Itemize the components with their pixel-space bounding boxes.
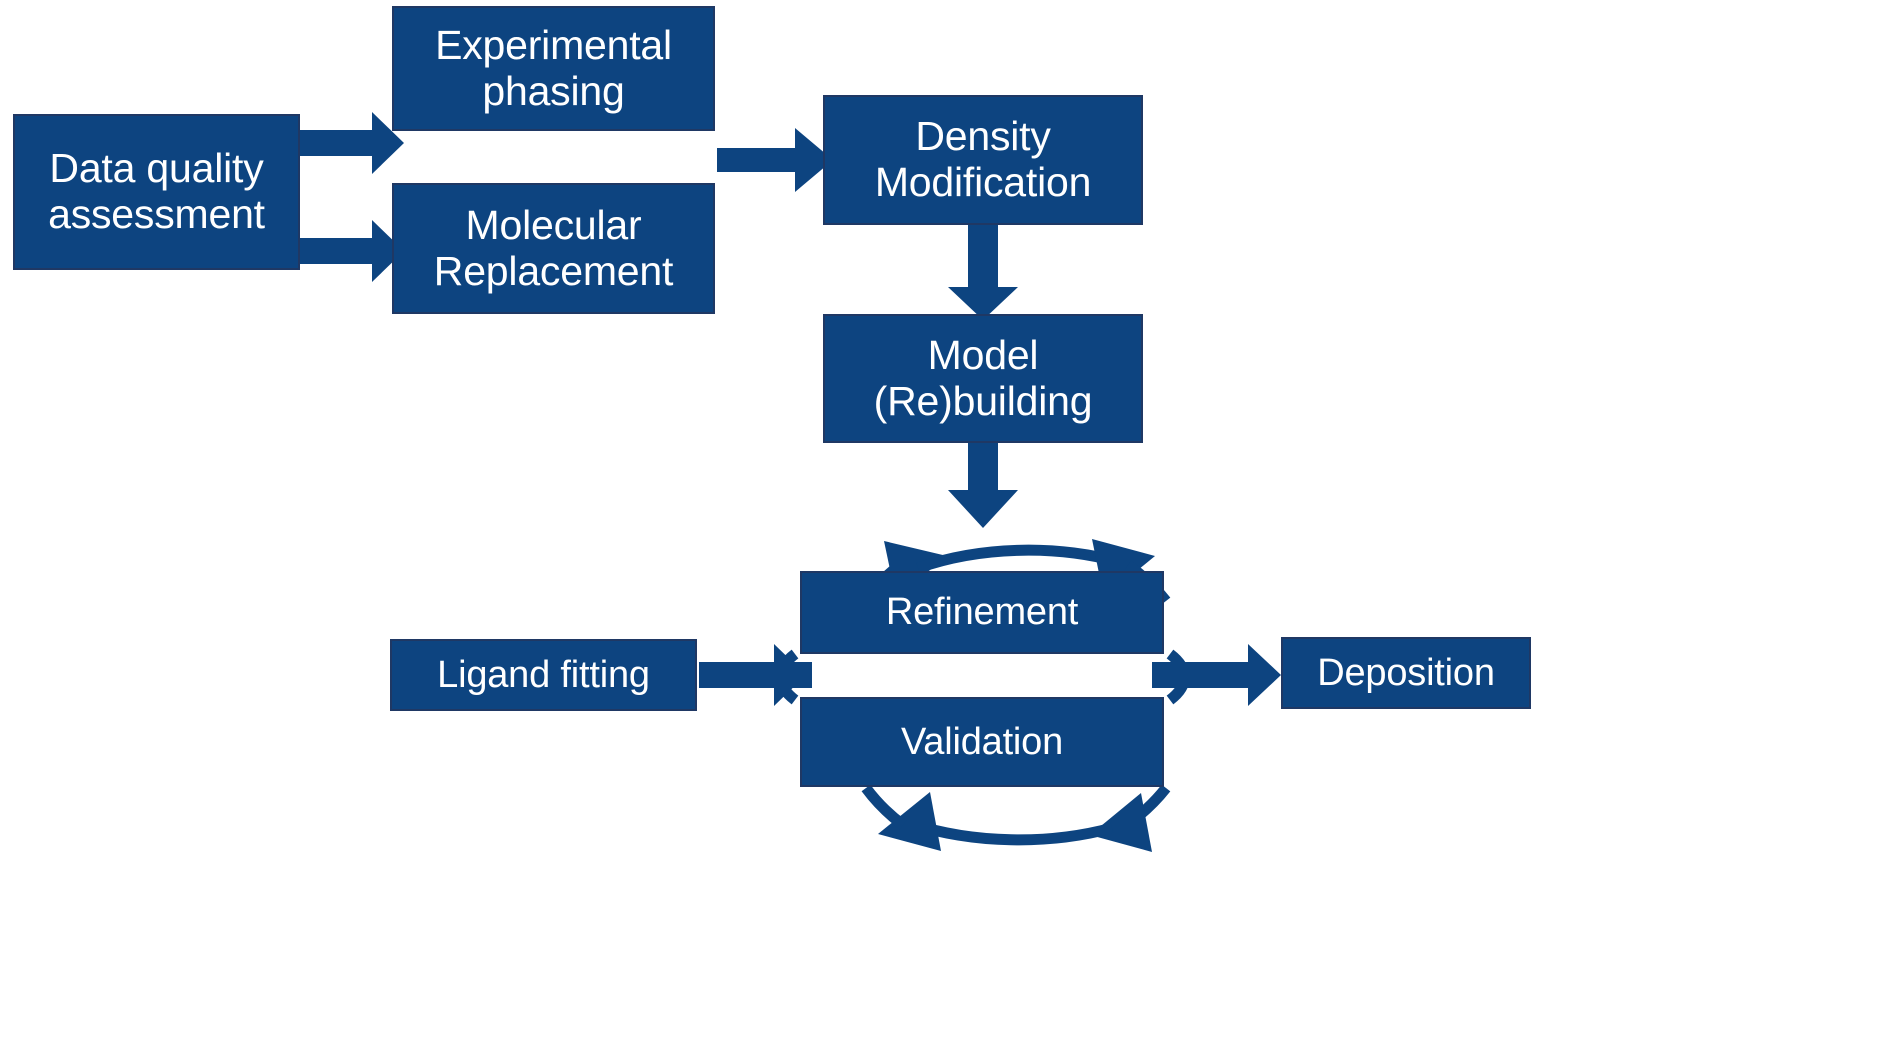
- node-density-modification[interactable]: Density Modification: [823, 95, 1143, 225]
- edge-densitymod-to-modelbuild: [948, 225, 1018, 320]
- edge-phasing-to-densitymod: [717, 128, 833, 192]
- node-ligand-fitting[interactable]: Ligand fitting: [390, 639, 697, 711]
- edge-modelbuild-to-refinement: [948, 443, 1018, 528]
- node-refinement[interactable]: Refinement: [800, 571, 1164, 654]
- edge-cycle-to-deposition: [1158, 644, 1281, 706]
- node-validation[interactable]: Validation: [800, 697, 1164, 787]
- node-data-quality-assessment[interactable]: Data quality assessment: [13, 114, 300, 270]
- ligand-arrow-tip: [790, 662, 812, 688]
- node-model-rebuilding[interactable]: Model (Re)building: [823, 314, 1143, 443]
- node-molecular-replacement[interactable]: Molecular Replacement: [392, 183, 715, 314]
- edge-ligandfit-to-cycle: [699, 644, 806, 706]
- node-experimental-phasing[interactable]: Experimental phasing: [392, 6, 715, 131]
- edge-dataquality-to-molrep: [300, 220, 404, 282]
- edge-dataquality-to-expphasing: [300, 112, 404, 174]
- node-deposition[interactable]: Deposition: [1281, 637, 1531, 709]
- deposition-arrow-tail: [1152, 662, 1174, 688]
